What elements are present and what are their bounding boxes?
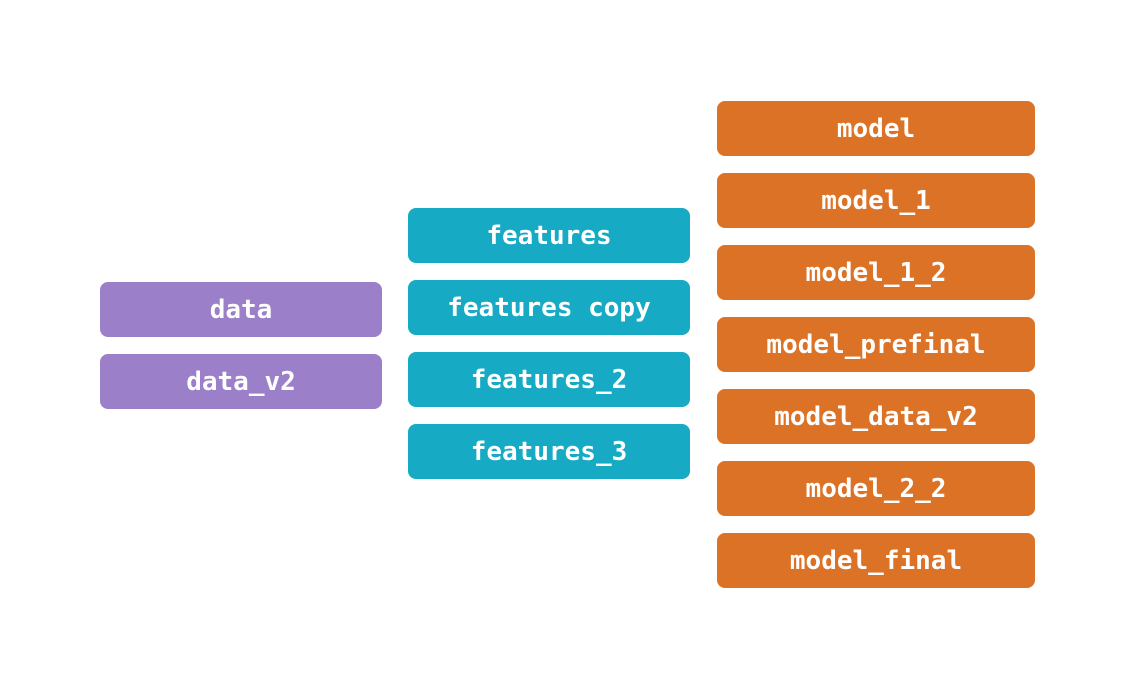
node-model-1-2[interactable]: model_1_2 — [717, 245, 1035, 300]
column-features-stage: features features copy features_2 featur… — [408, 208, 690, 479]
node-features-3[interactable]: features_3 — [408, 424, 690, 479]
node-features[interactable]: features — [408, 208, 690, 263]
node-data[interactable]: data — [100, 282, 382, 337]
node-data-v2[interactable]: data_v2 — [100, 354, 382, 409]
node-model-data-v2[interactable]: model_data_v2 — [717, 389, 1035, 444]
node-features-copy[interactable]: features copy — [408, 280, 690, 335]
node-features-2[interactable]: features_2 — [408, 352, 690, 407]
column-model-stage: model model_1 model_1_2 model_prefinal m… — [717, 101, 1035, 588]
node-model[interactable]: model — [717, 101, 1035, 156]
node-model-prefinal[interactable]: model_prefinal — [717, 317, 1035, 372]
node-model-1[interactable]: model_1 — [717, 173, 1035, 228]
node-model-final[interactable]: model_final — [717, 533, 1035, 588]
node-model-2-2[interactable]: model_2_2 — [717, 461, 1035, 516]
column-data-stage: data data_v2 — [100, 282, 382, 409]
